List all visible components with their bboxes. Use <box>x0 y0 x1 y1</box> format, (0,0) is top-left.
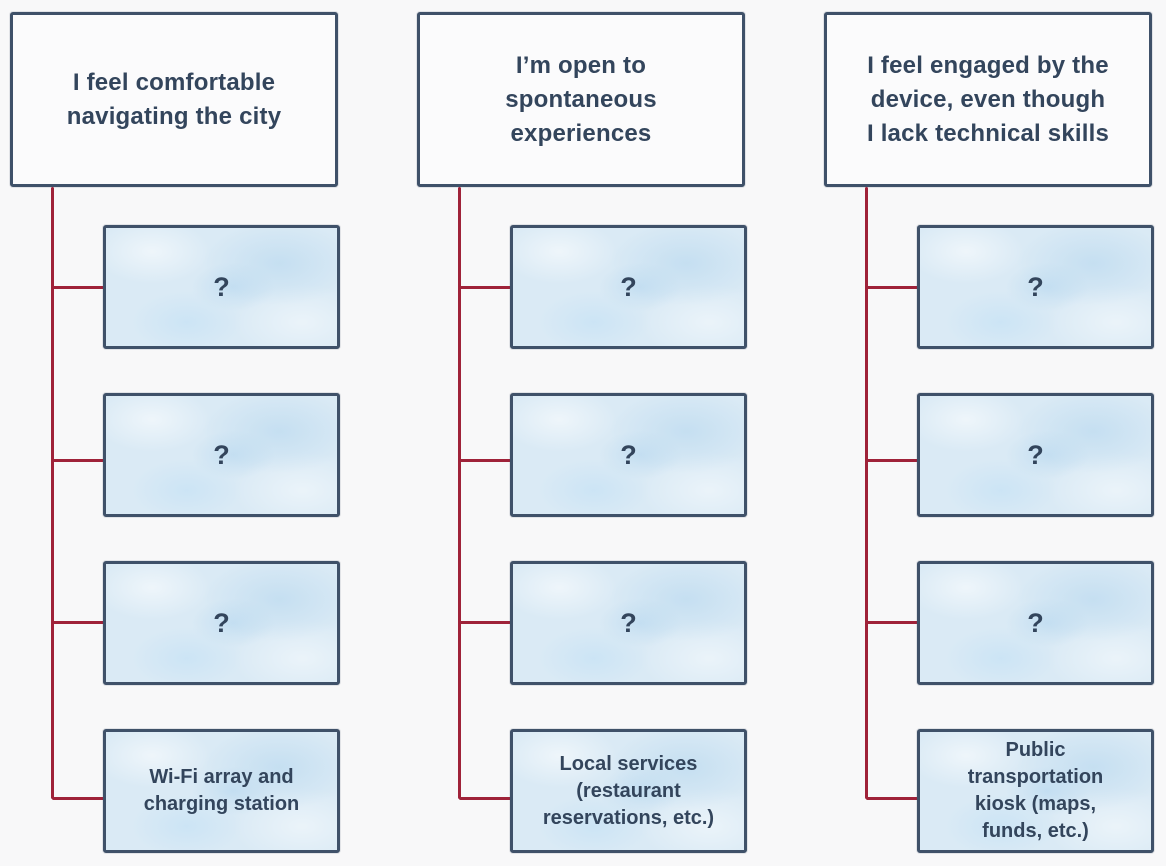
child-label: ? <box>1027 607 1044 638</box>
connector-branch-line <box>866 459 920 462</box>
header-box-navigating-city[interactable]: I feel comfortable navigating the city <box>10 12 338 187</box>
child-box-public-transportation-kiosk[interactable]: Public transportation kiosk (maps, funds… <box>917 729 1154 853</box>
child-box-placeholder[interactable]: ? <box>917 561 1154 685</box>
connector-branch-line <box>459 797 513 800</box>
child-box-placeholder[interactable]: ? <box>103 561 340 685</box>
connector-branch-line <box>52 797 106 800</box>
child-label: ? <box>213 271 230 302</box>
connector-vertical-line <box>865 187 868 799</box>
connector-branch-line <box>866 621 920 624</box>
child-label: ? <box>213 607 230 638</box>
child-label: ? <box>620 439 637 470</box>
connector-branch-line <box>866 286 920 289</box>
connector-branch-line <box>52 286 106 289</box>
child-box-placeholder[interactable]: ? <box>917 393 1154 517</box>
connector-branch-line <box>459 621 513 624</box>
child-box-placeholder[interactable]: ? <box>917 225 1154 349</box>
child-box-wifi-array[interactable]: Wi-Fi array and charging station <box>103 729 340 853</box>
connector-branch-line <box>459 286 513 289</box>
diagram-column-3: I feel engaged by the device, even thoug… <box>824 0 1166 866</box>
child-label: ? <box>213 439 230 470</box>
child-label: ? <box>1027 271 1044 302</box>
child-label: Local services (restaurant reservations,… <box>542 752 715 829</box>
child-box-placeholder[interactable]: ? <box>510 393 747 517</box>
child-label: ? <box>620 271 637 302</box>
header-box-spontaneous-experiences[interactable]: I’m open to spontaneous experiences <box>417 12 745 187</box>
child-box-placeholder[interactable]: ? <box>103 225 340 349</box>
child-box-placeholder[interactable]: ? <box>510 225 747 349</box>
child-box-placeholder[interactable]: ? <box>103 393 340 517</box>
diagram-column-1: I feel comfortable navigating the city ?… <box>10 0 355 866</box>
header-label: I feel engaged by the device, even thoug… <box>866 51 1110 147</box>
connector-vertical-line <box>51 187 54 799</box>
connector-branch-line <box>866 797 920 800</box>
header-box-engaged-by-device[interactable]: I feel engaged by the device, even thoug… <box>824 12 1152 187</box>
connector-vertical-line <box>458 187 461 799</box>
connector-branch-line <box>52 459 106 462</box>
child-label: ? <box>1027 439 1044 470</box>
diagram-column-2: I’m open to spontaneous experiences ? ? … <box>417 0 762 866</box>
header-label: I feel comfortable navigating the city <box>66 68 282 130</box>
connector-branch-line <box>459 459 513 462</box>
header-label: I’m open to spontaneous experiences <box>505 51 657 147</box>
child-box-local-services[interactable]: Local services (restaurant reservations,… <box>510 729 747 853</box>
child-label: Wi-Fi array and charging station <box>143 766 300 815</box>
child-box-placeholder[interactable]: ? <box>510 561 747 685</box>
child-label: ? <box>620 607 637 638</box>
connector-branch-line <box>52 621 106 624</box>
child-label: Public transportation kiosk (maps, funds… <box>967 739 1104 842</box>
